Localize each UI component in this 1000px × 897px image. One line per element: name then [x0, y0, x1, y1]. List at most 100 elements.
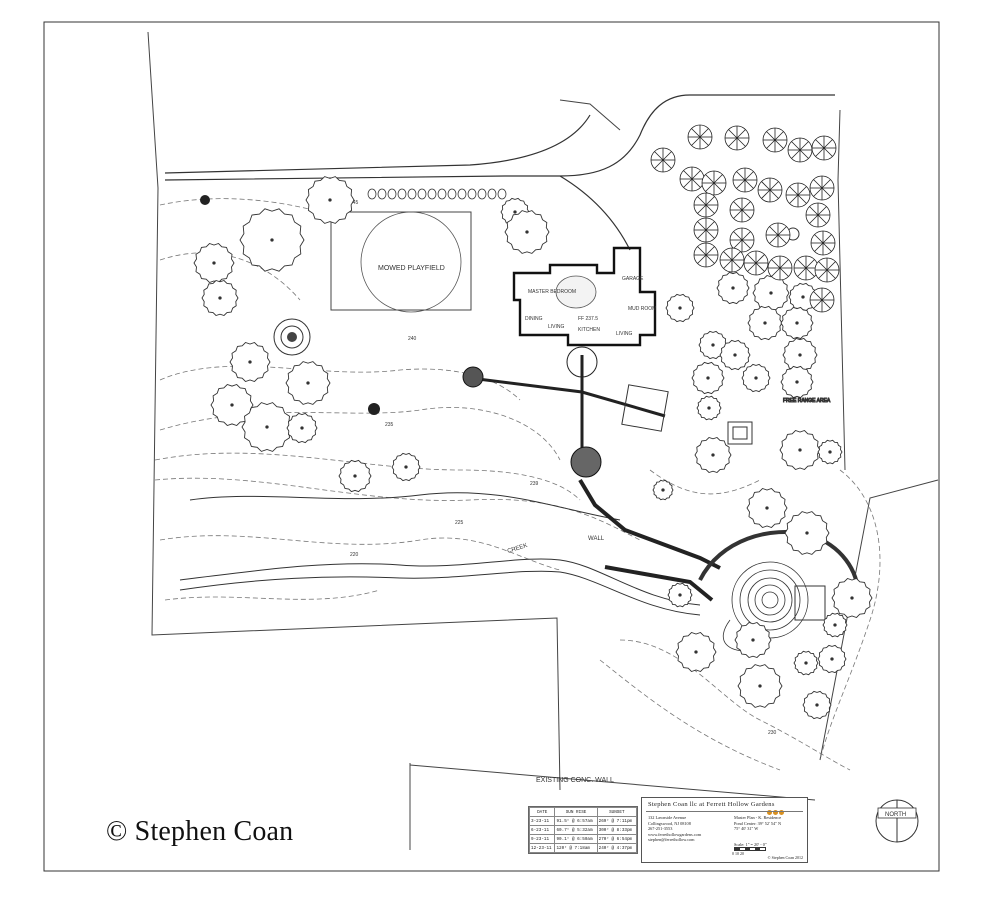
tree-trunk: [248, 360, 252, 364]
conifer-branch: [723, 251, 733, 261]
tree-trunk: [795, 380, 799, 384]
cell-sunrise: 60.7° @ 5:32am: [554, 825, 598, 835]
conifer-branch: [797, 194, 807, 204]
conifer-branch: [744, 179, 754, 189]
firm-name: Stephen Coan llc at Ferrett Hollow Garde…: [648, 801, 775, 808]
conifer-branch: [809, 206, 819, 216]
tree-trunk: [798, 448, 802, 452]
conifer-branch: [771, 267, 781, 277]
tree-trunk: [798, 353, 802, 357]
tree-trunk: [212, 261, 216, 265]
conifer-branch: [815, 139, 825, 149]
tree-trunk: [513, 210, 517, 214]
contour-240: 240: [408, 336, 417, 342]
title-rule: [646, 811, 803, 812]
conifer-branch: [705, 174, 715, 184]
conifer-branch: [705, 229, 715, 239]
cell-sunset: 240° @ 4:37pm: [596, 843, 638, 853]
conifer-branch: [813, 291, 823, 301]
tree-trunk: [230, 403, 234, 407]
property-lines: [147, 31, 939, 850]
conifer-branch: [771, 259, 781, 269]
conifer-branch: [705, 221, 715, 231]
conifer-branch: [814, 242, 824, 252]
house: MASTER BEDROOM GARAGE DINING LIVING LIVI…: [512, 246, 656, 347]
label-living-2: LIVING: [616, 331, 633, 337]
conifer-branch: [731, 251, 741, 261]
contour-230: 230: [768, 730, 777, 736]
conifer-branch: [705, 254, 715, 264]
firm-address: 132 Lawnside Avenue Collingswood, NJ 081…: [648, 815, 722, 843]
conifer-branch: [683, 170, 693, 180]
project-line: 75° 40' 31" W: [734, 826, 759, 832]
tree-trunk: [795, 321, 799, 325]
label-existing-wall: EXISTING CONC. WALL: [536, 777, 614, 784]
tree-trunk: [765, 506, 769, 510]
conifer-branch: [662, 151, 672, 161]
tree-trunk: [270, 238, 274, 242]
conifer-branch: [683, 178, 693, 188]
conifer-branch: [766, 131, 776, 141]
tree-trunk: [328, 198, 332, 202]
cell-sunrise: 120° @ 7:18am: [554, 843, 598, 853]
conifer-branch: [821, 179, 831, 189]
conifer-branch: [736, 129, 746, 139]
conifer-branch: [747, 262, 757, 272]
conifer-branch: [769, 234, 779, 244]
conifer-branch: [813, 299, 823, 309]
conifer-branch: [769, 181, 779, 191]
address-line: www.ferrethollowgardens.com: [648, 831, 702, 837]
scale-text: Scale: 1" = 20' - 0": [734, 842, 767, 847]
address-line: 267-251-3553: [648, 826, 673, 832]
conifer-branch: [728, 129, 738, 139]
conifer-branch: [654, 151, 664, 161]
conifer-branch: [817, 214, 827, 224]
conifer-branch: [697, 246, 707, 256]
conifer-branch: [815, 147, 825, 157]
conifer-branch: [789, 194, 799, 204]
conifer-branch: [699, 128, 709, 138]
tree-trunk: [733, 353, 737, 357]
conifer-branch: [809, 214, 819, 224]
tree-trunk: [731, 286, 735, 290]
drawing-credit: © Stephen Coan 2012: [767, 855, 803, 860]
conifer-branch: [697, 204, 707, 214]
conifer-branch: [817, 206, 827, 216]
label-free-range: FREE RANGE AREA: [783, 398, 831, 404]
conifer-branch: [826, 261, 836, 271]
address-line: Collingswood, NJ 08108: [648, 820, 691, 826]
project-line: Master Plan - K. Residence: [734, 815, 782, 820]
tree-trunk: [218, 296, 222, 300]
conifer-branch: [705, 204, 715, 214]
conifer-branch: [741, 209, 751, 219]
tree-trunk: [353, 474, 357, 478]
tree-trunk: [763, 321, 767, 325]
label-master-bedroom: MASTER BEDROOM: [528, 289, 576, 295]
creek: [179, 492, 701, 616]
label-mowed-playfield: MOWED PLAYFIELD: [378, 265, 445, 272]
sun-table-header: DATE SUN RISE SUNSET: [528, 807, 638, 817]
tree-trunk: [754, 376, 758, 380]
tree-trunk: [306, 381, 310, 385]
sheet-border: [43, 21, 940, 872]
cell-sunrise: 91.5° @ 6:57am: [554, 816, 598, 826]
conifer-branch: [691, 170, 701, 180]
conifer-branch: [731, 259, 741, 269]
label-garage: GARAGE: [622, 276, 644, 282]
tree-trunk: [769, 291, 773, 295]
tree-trunk: [707, 406, 711, 410]
tree-trunk: [525, 230, 529, 234]
tree-trunk: [678, 306, 682, 310]
cell-sunset: 270° @ 6:54pm: [596, 834, 638, 844]
conifer-branch: [747, 254, 757, 264]
conifer-branch: [797, 267, 807, 277]
scale-bar-label: 0 10 20: [732, 851, 744, 856]
conifer-branch: [691, 136, 701, 146]
conifer-branch: [805, 267, 815, 277]
north-label: NORTH: [885, 812, 906, 818]
conifer-branch: [697, 196, 707, 206]
conifer-branch: [818, 261, 828, 271]
conifer-branch: [705, 196, 715, 206]
shrub-row: [367, 188, 507, 200]
